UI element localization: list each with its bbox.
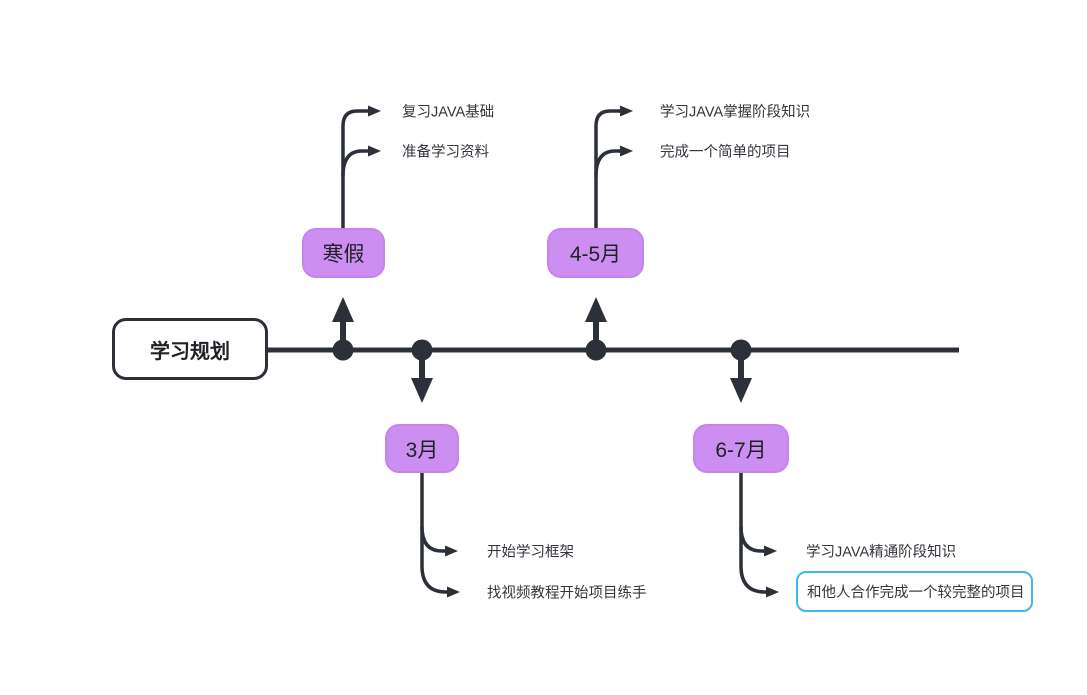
down-arrow-march xyxy=(411,354,433,403)
branch-arrowhead xyxy=(766,586,779,598)
branch-lines-march xyxy=(420,471,450,594)
item-hanjia-1[interactable]: 复习JAVA基础 xyxy=(402,104,495,121)
branch-arrowhead xyxy=(368,145,381,157)
timeline-dot-aprmay xyxy=(585,339,607,361)
branch-arrowhead xyxy=(368,105,381,117)
item-junjul-2-selected[interactable]: 和他人合作完成一个较完整的项目 xyxy=(796,571,1033,612)
item-hanjia-2[interactable]: 准备学习资料 xyxy=(402,144,489,161)
item-march-1[interactable]: 开始学习框架 xyxy=(487,544,574,561)
timeline-dot-junjul xyxy=(730,339,752,361)
down-arrow-junjul xyxy=(730,354,752,403)
branch-arrowhead xyxy=(620,105,633,117)
node-junjul-label: 6-7月 xyxy=(715,438,767,462)
up-arrow-hanjia xyxy=(332,297,354,346)
node-march[interactable]: 3月 xyxy=(385,424,459,473)
item-junjul-1[interactable]: 学习JAVA精通阶段知识 xyxy=(806,544,957,561)
branch-arrowhead xyxy=(445,545,458,557)
branch-arrowhead xyxy=(447,586,460,598)
item-aprmay-1[interactable]: 学习JAVA掌握阶段知识 xyxy=(660,104,811,121)
branch-lines-junjul xyxy=(739,471,769,594)
timeline-dot-march xyxy=(411,339,433,361)
node-hanjia-label: 寒假 xyxy=(322,243,365,266)
root-topic-label: 学习规划 xyxy=(150,340,230,363)
branch-lines-aprmay xyxy=(594,109,623,231)
branch-arrowhead xyxy=(764,545,777,557)
root-topic-box[interactable]: 学习规划 xyxy=(112,318,268,380)
branch-arrowhead xyxy=(620,145,633,157)
branch-lines-hanjia xyxy=(341,109,371,231)
node-aprmay-label: 4-5月 xyxy=(569,243,622,266)
item-march-2[interactable]: 找视频教程开始项目练手 xyxy=(487,585,647,602)
timeline-dot-hanjia xyxy=(332,339,354,361)
item-aprmay-2[interactable]: 完成一个简单的项目 xyxy=(660,144,791,161)
node-junjul[interactable]: 6-7月 xyxy=(693,424,789,473)
up-arrow-aprmay xyxy=(585,297,607,346)
node-aprmay[interactable]: 4-5月 xyxy=(547,228,644,278)
item-junjul-2-label: 和他人合作完成一个较完整的项目 xyxy=(807,585,1025,601)
node-hanjia[interactable]: 寒假 xyxy=(302,228,385,278)
node-march-label: 3月 xyxy=(405,438,439,462)
